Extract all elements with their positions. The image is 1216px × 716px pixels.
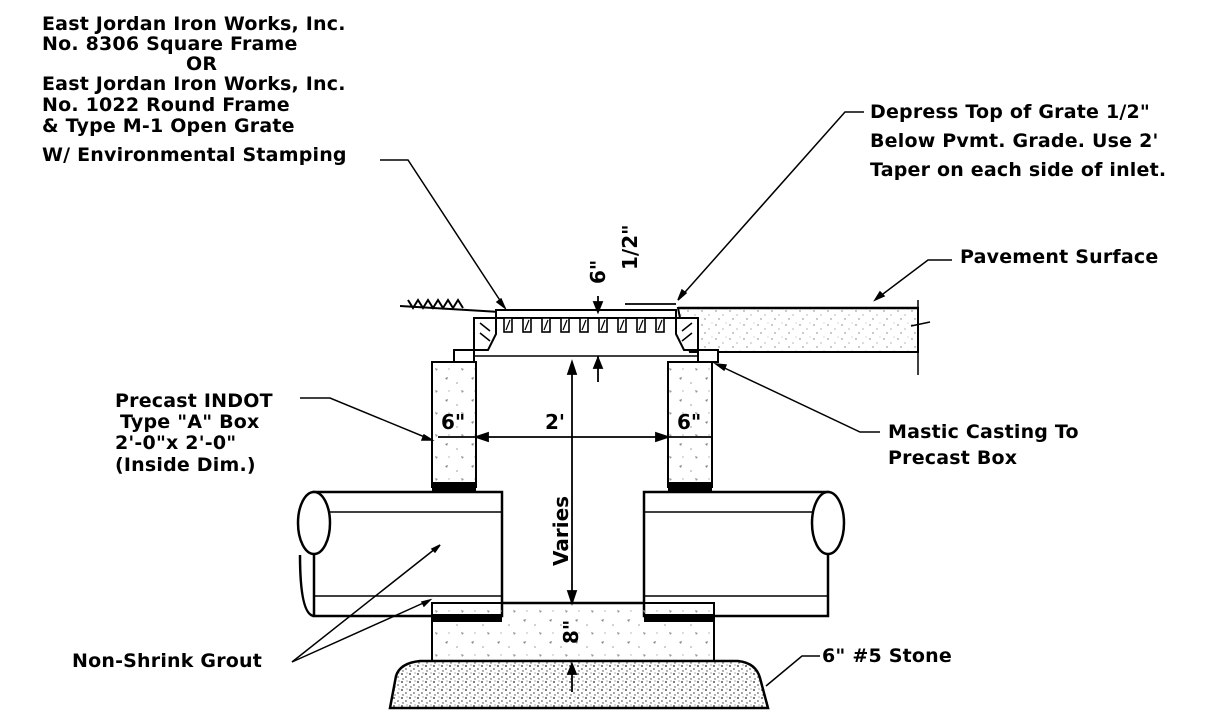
pipe-right: [642, 490, 846, 618]
stone-label: 6" #5 Stone: [822, 645, 952, 667]
stone-bed: [388, 659, 770, 710]
precast-box-line-2: Type "A" Box: [120, 411, 260, 433]
manufacturer-line-1: East Jordan Iron Works, Inc.: [42, 13, 346, 35]
pipe-left: [296, 490, 504, 618]
depress-note-line-1: Depress Top of Grate 1/2": [870, 101, 1151, 123]
manufacturer-line-7: W/ Environmental Stamping: [42, 144, 347, 166]
precast-box-line-1: Precast INDOT: [115, 390, 273, 412]
mastic-line-2: Precast Box: [888, 447, 1018, 469]
concrete-base: [431, 601, 715, 662]
precast-box-walls: [431, 361, 713, 492]
manufacturer-line-4: East Jordan Iron Works, Inc.: [42, 73, 346, 95]
mastic-line-1: Mastic Casting To: [888, 421, 1079, 443]
manufacturer-or: OR: [186, 53, 218, 75]
leader-lines: [291, 111, 952, 687]
precast-box-line-4: (Inside Dim.): [115, 454, 256, 476]
depress-note-line-2: Below Pvmt. Grade. Use 2': [870, 130, 1159, 152]
pavement-surface-label: Pavement Surface: [960, 246, 1159, 268]
manufacturer-line-5: No. 1022 Round Frame: [42, 94, 290, 116]
non-shrink-grout-label: Non-Shrink Grout: [72, 650, 263, 672]
grate-frame: [453, 309, 719, 363]
depress-dim: 1/2": [618, 224, 642, 270]
precast-box-line-3: 2'-0"x 2'-0": [115, 432, 237, 454]
wall-right-dim: 6": [677, 410, 702, 434]
base-dim: 8": [559, 619, 583, 644]
dimension-lines: [438, 296, 712, 692]
height-dim: Varies: [549, 495, 573, 566]
wall-left-dim: 6": [441, 410, 466, 434]
pavement: [399, 298, 931, 375]
inside-width-dim: 2': [545, 410, 566, 434]
grate-depth-dim: 6": [586, 259, 610, 284]
manufacturer-line-2: No. 8306 Square Frame: [42, 33, 298, 55]
manufacturer-line-6: & Type M-1 Open Grate: [42, 115, 295, 137]
depress-note-line-3: Taper on each side of inlet.: [870, 159, 1167, 181]
